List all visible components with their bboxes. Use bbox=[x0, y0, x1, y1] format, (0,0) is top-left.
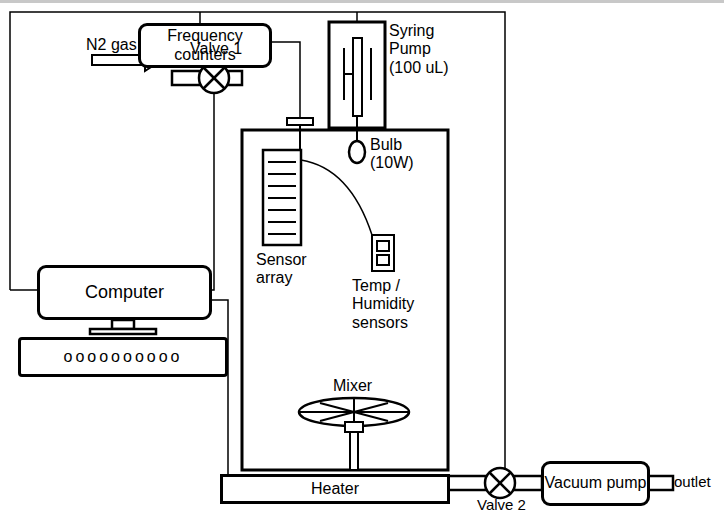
heater-box: Heater bbox=[220, 474, 450, 504]
wires bbox=[10, 12, 505, 474]
keyboard: oooooooooo bbox=[18, 337, 228, 377]
sensor-label: Sensor array bbox=[256, 251, 314, 288]
syringe-pump bbox=[329, 22, 385, 142]
bulb-label: Bulb (10W) bbox=[370, 136, 422, 173]
valve-label: Valve 2 bbox=[477, 496, 547, 513]
valve-symbol bbox=[485, 468, 515, 498]
mixer bbox=[299, 398, 409, 470]
sensor-label: Temp / Humidity sensors bbox=[352, 277, 438, 332]
node-text: Heater bbox=[311, 480, 359, 498]
temp-humidity-sensor bbox=[372, 235, 394, 271]
valve-label: Valve 1 bbox=[190, 40, 260, 58]
monitor-stand bbox=[90, 320, 156, 334]
pipes bbox=[172, 71, 673, 490]
mixer-label: Mixer bbox=[333, 377, 393, 395]
node-text: Vacuum pump bbox=[545, 474, 647, 492]
pump-label: Syring Pump (100 uL) bbox=[389, 22, 461, 77]
node-text: Computer bbox=[85, 282, 164, 303]
pump-box: Vacuum pump bbox=[541, 461, 650, 506]
outlet-label: outlet bbox=[674, 473, 720, 490]
chamber bbox=[242, 130, 448, 470]
gas-label: N2 gas bbox=[86, 36, 156, 54]
top-band bbox=[0, 0, 724, 3]
node-text: oooooooooo bbox=[64, 348, 183, 366]
computer-monitor: Computer bbox=[37, 265, 212, 320]
sensor-array bbox=[263, 118, 372, 245]
bulb-symbol bbox=[349, 141, 365, 163]
